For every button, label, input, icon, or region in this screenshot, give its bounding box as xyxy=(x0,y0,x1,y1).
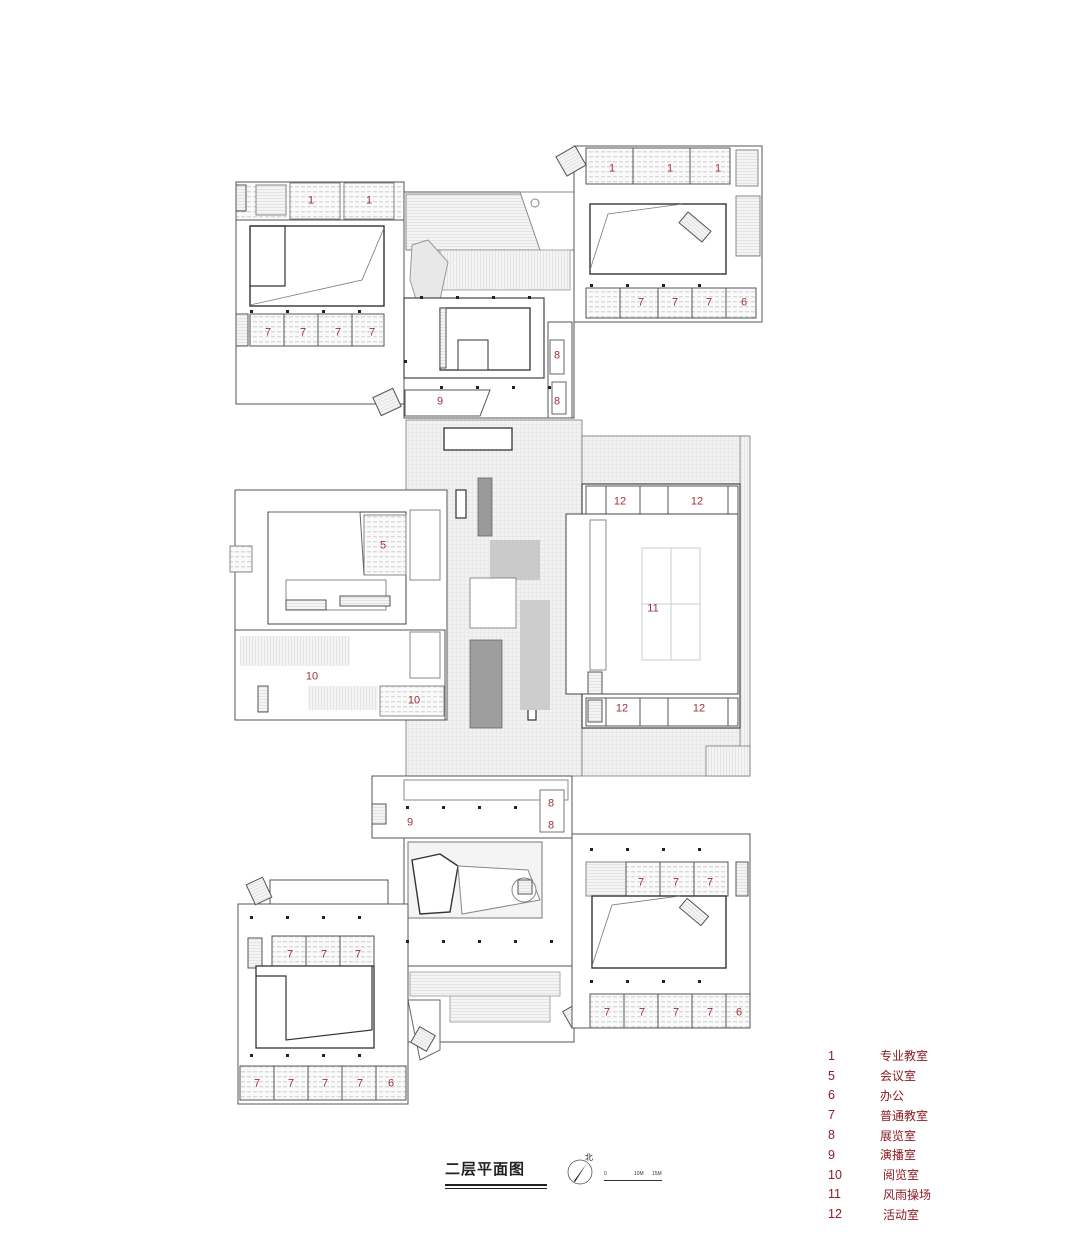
room-number-label: 9 xyxy=(436,395,444,408)
room-number-label: 8 xyxy=(547,797,555,810)
room-number-label: 7 xyxy=(356,1077,364,1090)
room-number-label: 7 xyxy=(354,948,362,961)
room-number-label: 10 xyxy=(305,670,319,683)
room-number-label: 5 xyxy=(379,539,387,552)
room-number-label: 7 xyxy=(299,326,307,339)
room-number-label: 8 xyxy=(553,395,561,408)
south-atrium xyxy=(371,775,588,1061)
room-number-label: 12 xyxy=(692,702,706,715)
scale-tick: 0 xyxy=(604,1171,607,1177)
scale-bar: 0 10M 15M xyxy=(604,1171,664,1184)
room-number-label: 7 xyxy=(706,1006,714,1019)
title-underline xyxy=(445,1184,547,1186)
room-number-label: 6 xyxy=(735,1006,743,1019)
north-label: 北 xyxy=(585,1153,593,1162)
room-number-label: 1 xyxy=(307,194,315,207)
room-number-label: 1 xyxy=(608,162,616,175)
nw-classroom-block xyxy=(235,181,405,405)
room-number-label: 12 xyxy=(690,495,704,508)
room-number-label: 6 xyxy=(387,1077,395,1090)
room-number-label: 7 xyxy=(705,296,713,309)
scale-tick: 10M xyxy=(634,1171,644,1177)
room-number-label: 1 xyxy=(714,162,722,175)
room-number-label: 8 xyxy=(553,349,561,362)
drawing-title: 二层平面图 xyxy=(445,1160,526,1178)
room-number-label: 7 xyxy=(637,296,645,309)
room-number-label: 7 xyxy=(672,1006,680,1019)
ne-classroom-block xyxy=(555,145,763,323)
room-number-label: 7 xyxy=(253,1077,261,1090)
room-number-label: 7 xyxy=(671,296,679,309)
room-number-label: 7 xyxy=(320,948,328,961)
drawing-title-block: 二层平面图 xyxy=(445,1158,547,1189)
title-underline-thin xyxy=(445,1188,547,1189)
room-number-label: 7 xyxy=(287,1077,295,1090)
room-number-label: 10 xyxy=(407,694,421,707)
room-number-label: 12 xyxy=(613,495,627,508)
room-number-label: 6 xyxy=(740,296,748,309)
room-number-label: 1 xyxy=(365,194,373,207)
scale-line xyxy=(604,1180,662,1181)
room-number-label: 11 xyxy=(647,602,659,615)
room-number-label: 12 xyxy=(615,702,629,715)
room-number-label: 7 xyxy=(638,1006,646,1019)
room-number-label: 7 xyxy=(264,326,272,339)
room-number-label: 9 xyxy=(406,816,414,829)
room-number-label: 1 xyxy=(666,162,674,175)
se-classroom-block xyxy=(571,833,751,1029)
room-number-label: 7 xyxy=(334,326,342,339)
room-number-label: 7 xyxy=(321,1077,329,1090)
room-number-label: 7 xyxy=(672,876,680,889)
room-number-label: 7 xyxy=(706,876,714,889)
room-number-label: 7 xyxy=(368,326,376,339)
room-number-label: 7 xyxy=(286,948,294,961)
room-number-label: 7 xyxy=(637,876,645,889)
column-grid xyxy=(250,284,701,1057)
room-number-label: 7 xyxy=(603,1006,611,1019)
north-arrow-icon xyxy=(567,1159,593,1185)
sw-classroom-block xyxy=(237,876,409,1105)
west-library-block xyxy=(229,489,448,721)
sports-hall-block xyxy=(565,483,741,729)
north-atrium xyxy=(372,191,577,419)
scale-tick: 15M xyxy=(652,1171,662,1177)
room-number-label: 8 xyxy=(547,819,555,832)
